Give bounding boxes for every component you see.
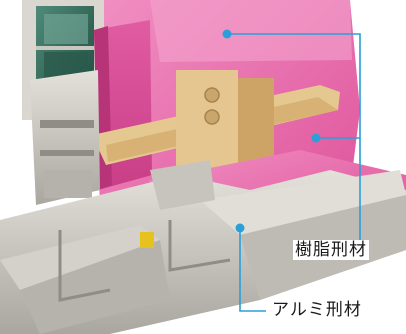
resin-jamb-left (94, 20, 152, 190)
aluminum-frame-label: アルミ刑材 (270, 300, 364, 320)
resin-frame-label: 樹脂刑材 (293, 240, 369, 260)
aluminum-sill (0, 160, 406, 334)
leader-line-resin (222, 29, 361, 248)
leader-line-aluminum (235, 223, 266, 312)
aluminum-profile-left (30, 70, 100, 205)
